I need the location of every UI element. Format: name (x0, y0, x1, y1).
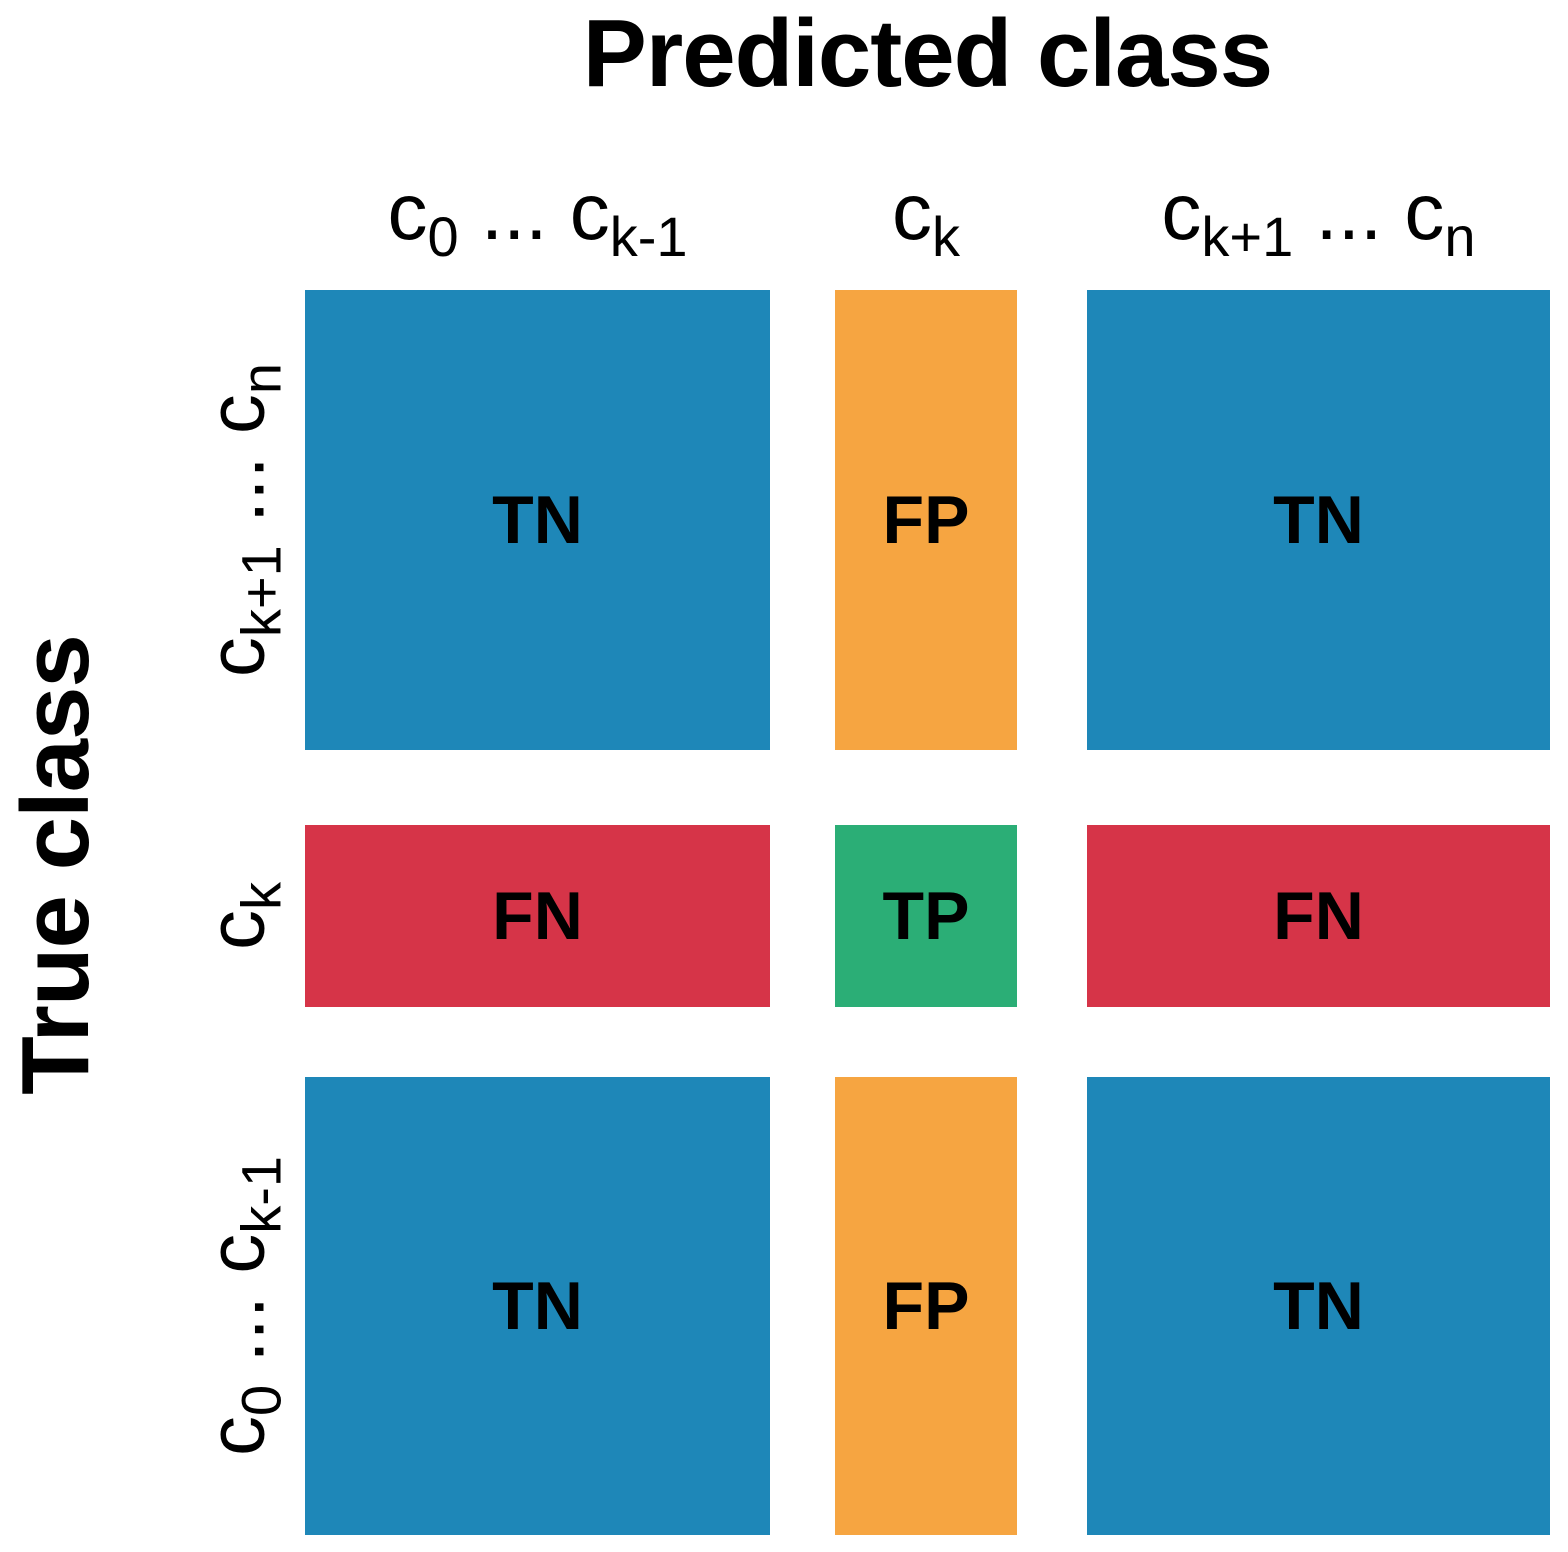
cell-tn-bottom-left: TN (305, 1077, 770, 1535)
cell-fp-bottom: FP (835, 1077, 1017, 1535)
col-label-classes-before-k: c0 ... ck-1 (305, 160, 770, 274)
row-label-text: ck (191, 882, 293, 950)
row-label-text: c0 ... ck-1 (191, 1155, 293, 1457)
col-label-classes-after-k: ck+1 ... cn (1087, 160, 1550, 274)
cell-tn-bottom-right: TN (1087, 1077, 1550, 1535)
true-class-axis-title-text: True class (2, 635, 109, 1095)
cell-tn-top-right: TN (1087, 290, 1550, 750)
row-label-text: ck+1 ... cn (191, 362, 293, 678)
col-label-text: c0 ... ck-1 (387, 166, 688, 268)
cell-fp-top: FP (835, 290, 1017, 750)
col-label-text: ck+1 ... cn (1161, 166, 1476, 268)
cell-tn-top-left: TN (305, 290, 770, 750)
cell-fn-right: FN (1087, 825, 1550, 1007)
cell-tp: TP (835, 825, 1017, 1007)
col-label-class-k: ck (835, 160, 1017, 274)
predicted-class-axis-title: Predicted class (582, 0, 1273, 107)
col-label-text: ck (892, 166, 960, 268)
cell-fn-left: FN (305, 825, 770, 1007)
